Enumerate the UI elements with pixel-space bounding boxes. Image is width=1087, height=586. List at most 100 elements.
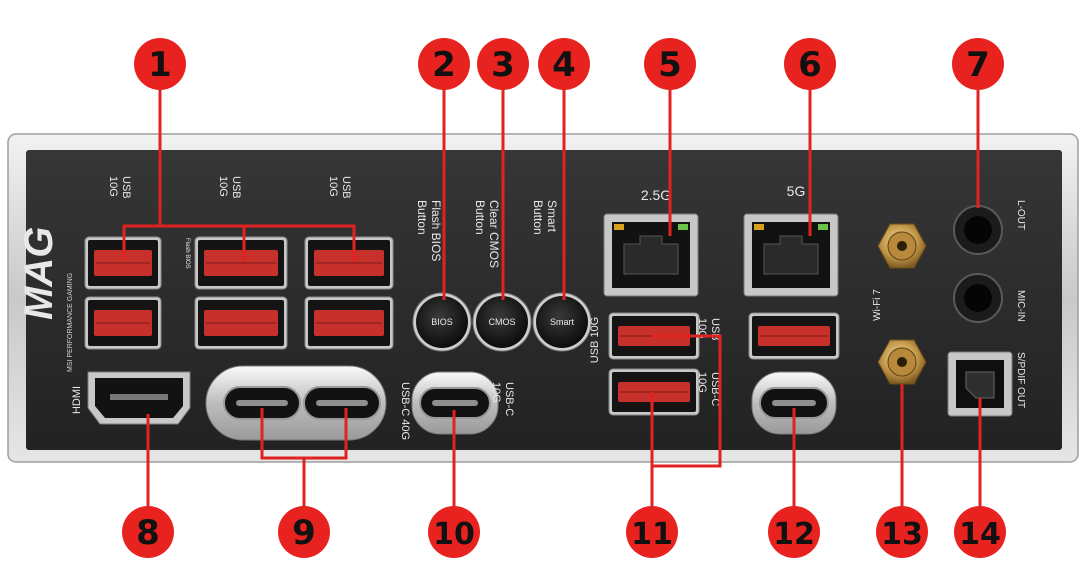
callout-12: 12 <box>768 506 820 558</box>
callout-5: 5 <box>644 38 696 90</box>
callout-8-circle <box>122 506 174 558</box>
lan-5g-port-led-1 <box>754 224 764 230</box>
callout-7: 7 <box>952 38 1004 90</box>
hdmi-port <box>87 371 191 425</box>
lan-5g-port-cavity <box>763 235 819 275</box>
label-usb_10g_vertical: USB 10G <box>589 317 601 363</box>
callout-14: 14 <box>954 506 1006 558</box>
label-spdif: S/PDIF OUT <box>1015 352 1026 408</box>
callout-2-number: 2 <box>432 45 456 85</box>
leader-lines <box>122 88 982 508</box>
label-wifi: Wi-Fi 7 <box>872 289 883 321</box>
audio-lout-jack-hole <box>964 216 992 244</box>
brand-logo: MAG MSI PERFORMANCE GAMING <box>17 227 74 372</box>
wifi-antenna-1-pin <box>897 241 907 251</box>
brand-logo-text: MAG <box>17 227 61 320</box>
label-clear_cmos-line-2: Button <box>473 200 487 235</box>
callout-9: 9 <box>278 506 330 558</box>
label-usbc_10g-line-2: 10G <box>490 382 502 403</box>
label-flash_bios-line-1: Flash BIOS <box>429 200 443 261</box>
wifi-antenna-2 <box>877 339 927 385</box>
label-usb_10g_right-line-2: 10G <box>696 318 708 339</box>
callout-8-number: 8 <box>136 513 160 553</box>
usb-a-port-3 <box>194 236 288 290</box>
wifi-antenna-2-pin <box>897 357 907 367</box>
callout-14-number: 14 <box>959 517 1001 552</box>
lan-5g-port-led-2 <box>818 224 828 230</box>
usbc-40g-port-2 <box>303 386 381 420</box>
usbc-40g-port-1-tongue <box>236 400 288 406</box>
callout-11: 11 <box>626 506 678 558</box>
usb-a-port-4 <box>194 296 288 350</box>
callout-7-circle <box>952 38 1004 90</box>
label-smart-line-1: Smart <box>545 200 559 233</box>
flash-bios-button-cap <box>416 296 468 348</box>
flash-bios-button-label: BIOS <box>431 317 453 327</box>
label-flash_bios_port: Flash BIOS <box>184 238 190 269</box>
callout-9-number: 9 <box>292 513 316 553</box>
callout-4: 4 <box>538 38 590 90</box>
usb-a-port-9 <box>748 312 840 360</box>
callout-13-number: 13 <box>881 517 923 552</box>
label-usb_10g_vertical-line-1: USB 10G <box>589 317 601 363</box>
label-lout: L-OUT <box>1015 200 1026 230</box>
smart-button-cap <box>536 296 588 348</box>
lan-25g-port-cavity <box>623 235 679 275</box>
callout-11-number: 11 <box>631 517 673 552</box>
usbc-10g-port <box>419 387 491 419</box>
label-lout-line-1: L-OUT <box>1015 200 1026 230</box>
clear-cmos-button-cap <box>476 296 528 348</box>
clear-cmos-button: CMOS <box>472 292 532 352</box>
callout-3-circle <box>477 38 529 90</box>
label-flash_bios-line-2: Button <box>415 200 429 235</box>
callout-5-number: 5 <box>658 45 682 85</box>
audio-lout-jack <box>953 205 1003 255</box>
label-wifi-line-1: Wi-Fi 7 <box>872 289 883 321</box>
lan-25g-port <box>603 213 699 297</box>
callout-11-circle <box>626 506 678 558</box>
label-clear_cmos-line-1: Clear CMOS <box>487 200 501 268</box>
callout-1: 1 <box>134 38 186 90</box>
callout-3-number: 3 <box>491 45 515 85</box>
callout-10: 10 <box>428 506 480 558</box>
callout-6-number: 6 <box>798 45 822 85</box>
usbc-40g-port-2-tongue <box>316 400 368 406</box>
brand-tagline: MSI PERFORMANCE GAMING <box>67 273 74 372</box>
label-spdif-line-1: S/PDIF OUT <box>1015 352 1026 408</box>
label-lan_25g-line-1: 2.5G <box>641 187 671 203</box>
callout-7-number: 7 <box>966 45 990 85</box>
label-usb_10g_a-line-1: USB <box>120 176 132 199</box>
callout-12-circle <box>768 506 820 558</box>
usb-a-port-6 <box>304 296 394 350</box>
leader-9 <box>260 408 348 508</box>
label-smart-line-2: Button <box>531 200 545 235</box>
label-micin-line-1: MIC-IN <box>1015 290 1026 322</box>
callout-13-circle <box>876 506 928 558</box>
callout-9-circle <box>278 506 330 558</box>
ports-layer: BIOS CMOS Smart <box>84 205 1013 441</box>
callout-3: 3 <box>477 38 529 90</box>
flash-bios-button: BIOS <box>412 292 472 352</box>
label-usbc_10g_right-line-1: USB-C <box>709 372 721 406</box>
label-lan_5g-line-1: 5G <box>787 183 806 199</box>
callout-6: 6 <box>784 38 836 90</box>
callout-2: 2 <box>418 38 470 90</box>
label-usbc_10g_right-line-2: 10G <box>696 372 708 393</box>
usb-a-port-2 <box>84 296 162 350</box>
callout-1-circle <box>134 38 186 90</box>
usb-a-port-5 <box>304 236 394 290</box>
smart-button-label: Smart <box>550 317 575 327</box>
label-flash_bios_port-line-1: Flash BIOS <box>184 238 190 269</box>
label-usbc_40g: USB-C 40G <box>399 382 411 440</box>
audio-micin-jack <box>953 273 1003 323</box>
lan-25g-port-led-2 <box>678 224 688 230</box>
audio-micin-jack-hole <box>964 284 992 312</box>
label-usb_10g_b-line-2: 10G <box>217 176 229 197</box>
